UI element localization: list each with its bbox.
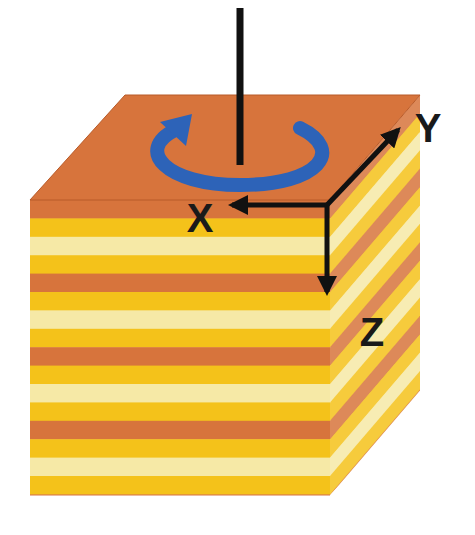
layer-band: [30, 421, 330, 440]
z-axis: [325, 203, 330, 292]
layer-band: [330, 353, 420, 477]
layer-band: [30, 237, 330, 256]
layer-band: [30, 458, 330, 477]
layer-band: [30, 329, 330, 348]
axis-label: Y: [415, 108, 442, 148]
layer-band: [330, 371, 420, 495]
layer-band: [30, 274, 330, 293]
axis-label: X: [187, 198, 214, 238]
layer-band: [330, 389, 420, 495]
layer-band: [30, 200, 330, 219]
axis-label: Z: [360, 312, 384, 352]
layer-band: [30, 366, 330, 385]
front-face: [30, 200, 330, 496]
y-axis: [327, 130, 398, 205]
layer-band: [30, 347, 330, 366]
layer-band: [30, 439, 330, 458]
layer-band: [30, 402, 330, 421]
layer-band: [30, 310, 330, 329]
layer-band: [30, 292, 330, 311]
rotation-axis: [237, 8, 244, 165]
rotation-arrowhead: [160, 114, 192, 146]
layer-band: [30, 218, 330, 237]
x-axis: [232, 203, 327, 208]
top-face: [30, 95, 420, 200]
layer-band: [30, 494, 330, 495]
layer-band: [30, 255, 330, 274]
layer-band: [30, 476, 330, 495]
layer-band: [30, 384, 330, 403]
